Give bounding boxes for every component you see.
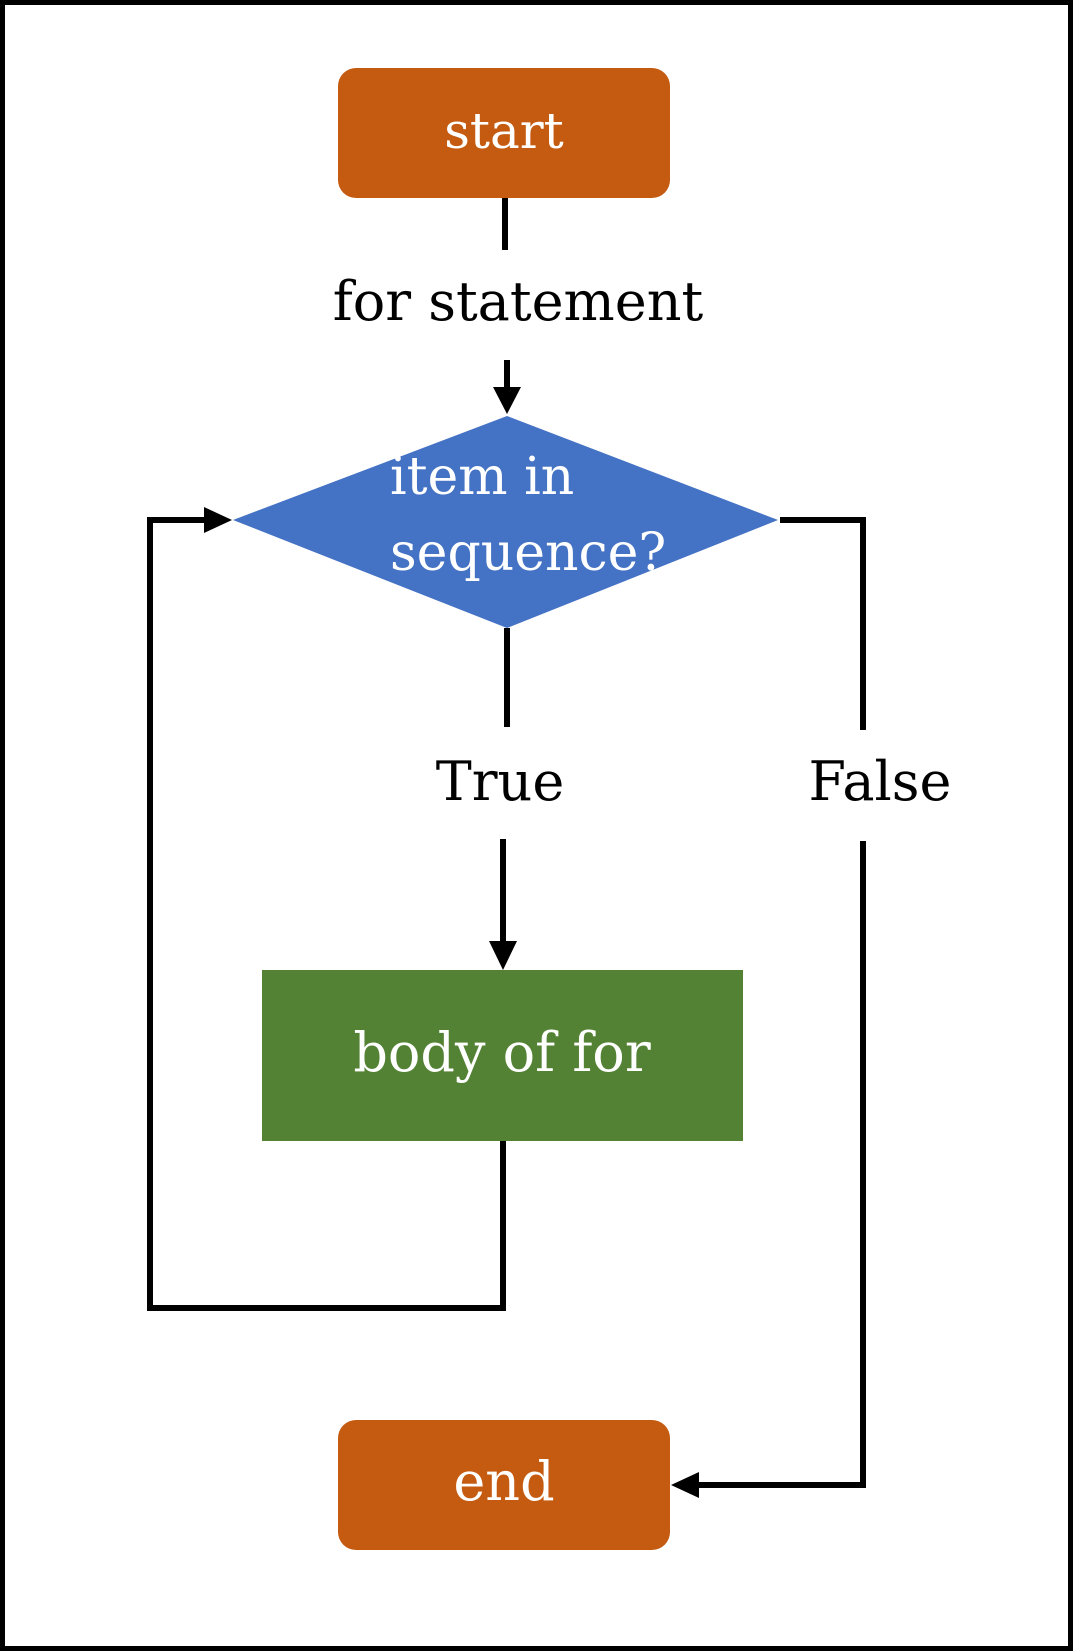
decision-node-label-line-1: item in <box>390 447 574 507</box>
arrowhead-into-decision <box>493 387 521 414</box>
edge-start-to-decision: for statement <box>333 198 704 414</box>
edge-label-for-statement: for statement <box>333 270 704 333</box>
start-node-shape <box>338 68 670 198</box>
body-node-shape <box>262 970 743 1141</box>
arrowhead-into-end <box>671 1472 699 1498</box>
decision-node-shape <box>233 416 778 628</box>
start-node-label: start <box>444 102 564 160</box>
arrowhead-loop-into-decision <box>204 507 232 533</box>
edge-label-false: False <box>809 750 952 813</box>
edge-loop-back <box>147 507 506 1311</box>
edge-decision-to-end: False <box>671 517 952 1498</box>
edge-label-true: True <box>436 750 565 813</box>
arrowhead-into-body <box>489 941 517 970</box>
decision-node: item in sequence? <box>233 416 778 628</box>
edge-decision-to-end-lower <box>696 841 866 1488</box>
end-node-shape <box>338 1420 670 1550</box>
end-node: end <box>338 1420 670 1550</box>
body-node: body of for <box>262 970 743 1141</box>
start-node: start <box>338 68 670 198</box>
end-node-label: end <box>453 1450 554 1513</box>
edge-decision-to-body: True <box>436 628 565 970</box>
body-node-label: body of for <box>353 1021 650 1084</box>
decision-node-label-line-2: sequence? <box>390 523 666 583</box>
edge-decision-to-end-upper <box>780 517 866 730</box>
edge-loop-back-path <box>147 517 506 1311</box>
